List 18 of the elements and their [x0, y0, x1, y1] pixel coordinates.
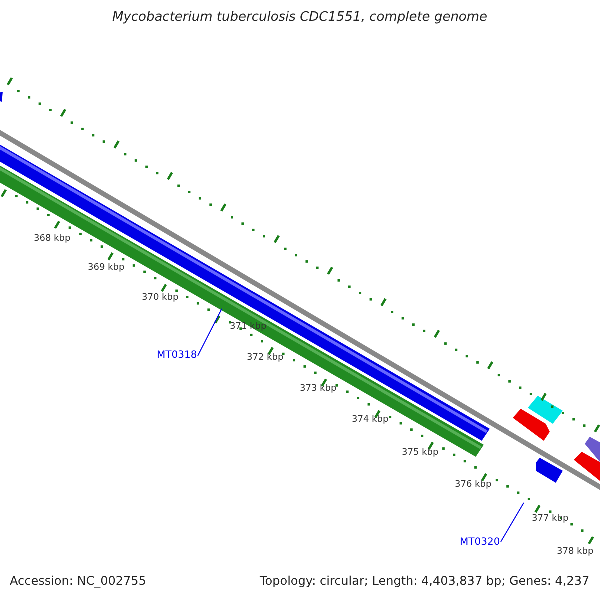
footer-text: Topology: circular; Length: 4,403,837 bp; Genes: 4,237: [260, 574, 590, 588]
scale-label: 368 kbp: [34, 234, 71, 244]
leader-line: [500, 502, 524, 542]
scale-label: 373 kbp: [300, 384, 337, 394]
scale-label: 375 kbp: [402, 448, 439, 458]
scale-label: 376 kbp: [455, 480, 492, 490]
title: Mycobacterium tuberculosis CDC1551, complete genome: [111, 10, 489, 25]
footer-text: Accession: NC_002755: [10, 574, 146, 588]
scale-label: 378 kbp: [557, 547, 594, 557]
scale-label: 372 kbp: [247, 353, 284, 363]
gene-label: MT0320: [460, 537, 500, 548]
gene-label: MT0318: [157, 350, 198, 361]
scale-label: 377 kbp: [532, 514, 569, 524]
scale-label: 374 kbp: [352, 415, 389, 425]
leader-line: [198, 308, 222, 356]
scale-label: 371 kbp: [230, 322, 267, 332]
scale-label: 369 kbp: [88, 263, 125, 273]
scale-label: 370 kbp: [142, 293, 179, 303]
